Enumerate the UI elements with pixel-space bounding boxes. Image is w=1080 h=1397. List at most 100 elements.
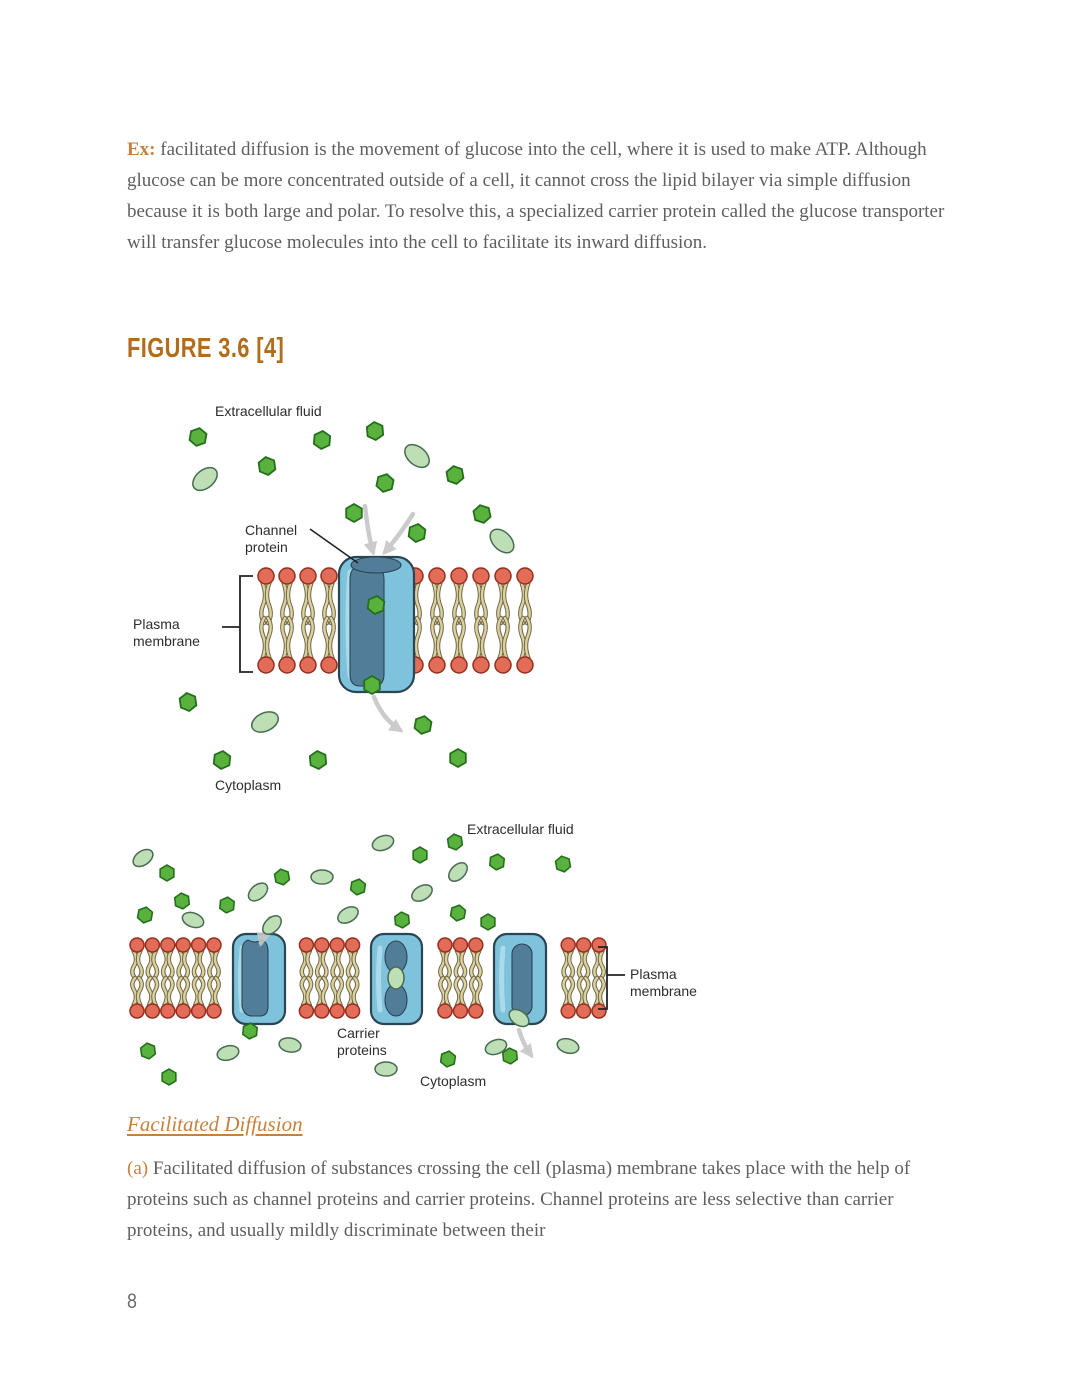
phospholipid (129, 937, 145, 981)
other-molecule-icon (132, 848, 154, 868)
phospholipid (468, 937, 484, 981)
phospholipid (144, 937, 161, 981)
glucose-molecule-icon (173, 892, 191, 910)
phospholipid (560, 975, 576, 1019)
cytoplasm-label: Cytoplasm (215, 777, 281, 793)
phospholipid (320, 615, 338, 674)
phospholipid (591, 975, 607, 1019)
other-molecule-icon (262, 915, 282, 935)
phospholipid (175, 975, 191, 1019)
other-molecule-icon (251, 711, 279, 733)
phospholipid (278, 615, 296, 674)
phospholipid (560, 937, 576, 981)
other-molecule-icon (404, 443, 430, 469)
phospholipid (298, 937, 315, 981)
phospholipid-bilayer (257, 567, 534, 674)
glucose-molecule-icon (480, 913, 496, 931)
phospholipid (494, 615, 512, 674)
phospholipid (160, 975, 176, 1019)
glucose-molecule-icon (212, 750, 232, 770)
phospholipid (299, 615, 317, 674)
channel-protein-label: protein (245, 539, 288, 555)
phospholipid (472, 567, 490, 626)
glucose-molecule-icon (472, 504, 492, 524)
glucose-molecule-icon (188, 427, 208, 447)
other-molecule-icon (278, 1037, 302, 1053)
caption-paragraph-text: Facilitated diffusion of substances cros… (127, 1158, 911, 1241)
phospholipid (472, 615, 490, 674)
phospholipid (160, 937, 176, 981)
other-molecule-icon (387, 966, 405, 990)
glucose-molecule-icon (393, 911, 411, 929)
phospholipid (320, 567, 338, 626)
panel-channel-protein: Extracellular fluid Channel protein Plas… (133, 403, 534, 793)
glucose-molecule-icon (554, 855, 572, 873)
phospholipid (190, 937, 207, 981)
glucose-molecule-icon (363, 674, 381, 696)
example-lead: Ex: (127, 139, 156, 160)
phospholipid (452, 975, 469, 1019)
other-molecule-icon (337, 906, 359, 924)
glucose-molecule-icon (136, 906, 154, 924)
glucose-molecule-icon (159, 864, 175, 882)
glucose-molecule-icon (449, 904, 467, 922)
glucose-molecule-icon (241, 1022, 259, 1040)
glucose-molecule-icon (312, 429, 332, 451)
glucose-molecule-icon (349, 878, 367, 896)
facilitated-diffusion-link[interactable]: Facilitated Diffusion (127, 1112, 303, 1136)
extracellular-fluid-label: Extracellular fluid (467, 821, 574, 837)
phospholipid (329, 975, 345, 1019)
carrier-proteins-label: proteins (337, 1042, 387, 1058)
phospholipid (452, 937, 469, 981)
phospholipid (314, 975, 330, 1019)
phospholipid (129, 975, 145, 1019)
other-molecule-icon (508, 1008, 530, 1028)
glucose-molecule-icon (446, 833, 464, 851)
plasma-membrane-bracket (239, 575, 253, 673)
entry-arrow-icon (382, 511, 416, 556)
phospholipid (428, 567, 446, 626)
glucose-molecule-icon (178, 692, 198, 712)
phospholipid (494, 567, 512, 626)
carrier-proteins-label: Carrier (337, 1025, 380, 1041)
entry-arrow-icon (362, 503, 378, 557)
cytoplasm-label: Cytoplasm (420, 1073, 486, 1089)
intro-paragraph: Ex: facilitated diffusion is the movemen… (127, 134, 955, 258)
phospholipid (575, 975, 592, 1019)
glucose-molecule-icon (345, 502, 363, 524)
channel-pointer-line (309, 528, 359, 564)
glucose-molecule-icon (257, 456, 277, 476)
phospholipid (257, 615, 275, 674)
other-molecule-icon (411, 884, 433, 902)
phospholipid (329, 937, 345, 981)
caption-lead: (a) (127, 1158, 149, 1179)
other-molecule-icon (484, 1038, 508, 1056)
channel-protein (337, 555, 416, 694)
figure-heading: FIGURE 3.6 [4] (127, 332, 285, 363)
glucose-molecule-icon (412, 846, 428, 864)
other-molecule-icon (310, 869, 334, 885)
other-molecule-icon (556, 1037, 580, 1055)
other-molecule-icon (489, 528, 515, 554)
phospholipid (278, 567, 296, 626)
glucose-molecule-icon (375, 473, 395, 493)
glucose-molecule-icon (366, 595, 386, 615)
glucose-molecule-icon (308, 749, 328, 771)
extracellular-fluid-label: Extracellular fluid (215, 403, 322, 419)
panel-carrier-proteins: Extracellular fluid Plasma membrane Carr… (129, 821, 697, 1089)
phospholipid (428, 615, 446, 674)
page-number: 8 (127, 1290, 137, 1313)
glucose-molecule-icon (273, 868, 291, 886)
other-molecule-icon (448, 862, 468, 882)
plasma-membrane-bracket (598, 946, 608, 1010)
phospholipid-bilayer (129, 937, 607, 1019)
carrier-protein-1 (231, 932, 287, 1026)
phospholipid (344, 937, 361, 981)
phospholipid (450, 615, 468, 674)
phospholipid (206, 975, 222, 1019)
other-molecule-icon (216, 1044, 240, 1062)
exit-arrow-icon (516, 1027, 534, 1059)
phospholipid (299, 567, 317, 626)
phospholipid (257, 567, 275, 626)
plasma-membrane-label: Plasma (630, 966, 677, 982)
